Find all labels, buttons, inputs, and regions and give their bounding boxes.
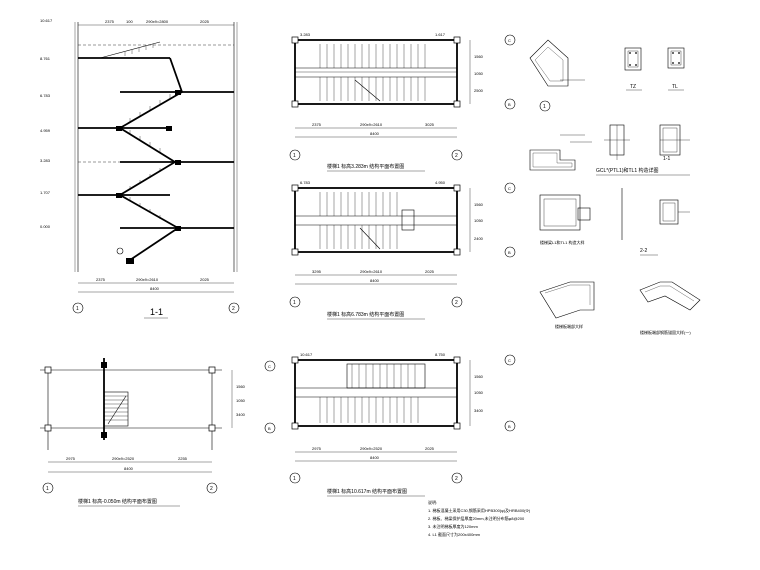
- notes-heading: 说明:: [428, 499, 437, 505]
- stair-detail-b-caption: 楼梯板端部钢筋锚固大样(一): [640, 329, 691, 335]
- dim-bottom-3: 2025: [200, 277, 210, 282]
- axis-2: 2: [455, 476, 458, 482]
- dim-bottom-2: 290x9=2520: [112, 456, 135, 461]
- dim-top-2: 100: [126, 19, 133, 24]
- axis-c: C: [508, 38, 511, 43]
- axis-c: C: [508, 358, 511, 363]
- dim-total: 8400: [124, 466, 134, 471]
- dim-right-3: 3400: [236, 412, 246, 417]
- axis-2: 2: [455, 153, 458, 159]
- dim-right-1: 1560: [236, 384, 246, 389]
- dim-top-3: 290x9=2800: [146, 19, 169, 24]
- dim-bottom-3: 2255: [178, 456, 188, 461]
- note-item: 3. 未注明梯板厚度为120mm: [428, 523, 478, 529]
- detail-1-label: 1: [543, 104, 546, 110]
- axis-b: B: [508, 250, 511, 255]
- dim-right-2: 1050: [474, 390, 484, 395]
- gcl-title: GCL*(PTL1)和TL1 构造详图: [596, 167, 659, 174]
- axis-1: 1: [46, 486, 49, 492]
- dim-bottom-3: 3025: [425, 122, 435, 127]
- dim-bottom-1: 2975: [312, 446, 322, 451]
- dim-right-2: 1050: [474, 71, 484, 76]
- level-left: 10.617: [300, 352, 313, 357]
- level-label: 4.959: [40, 128, 51, 133]
- axis-1: 1: [293, 476, 296, 482]
- dim-bottom-1: 2375: [312, 122, 322, 127]
- axis-2: 2: [210, 486, 213, 492]
- axis-b: B: [268, 426, 271, 431]
- axis-1: 1: [293, 300, 296, 306]
- axis-b: B: [508, 424, 511, 429]
- axis-c: C: [268, 364, 271, 369]
- dim-bottom-1: 2975: [66, 456, 76, 461]
- section-1-1-label: 1-1: [663, 156, 670, 162]
- dim-bottom-1: 3295: [312, 269, 322, 274]
- plan-title: 楼梯1 标高10.617m 结构平面布置图: [327, 488, 407, 495]
- level-label: 3.283: [40, 158, 51, 163]
- axis-1: 1: [76, 306, 79, 312]
- dim-bottom-3: 2025: [425, 269, 435, 274]
- dim-right-3: 2500: [474, 88, 484, 93]
- level-label: 1.707: [40, 190, 51, 195]
- section-2-2-label: 2-2: [640, 248, 647, 254]
- plan-6783: 6.783 4.950 1560 1050 2400 C B 3295 290x…: [289, 180, 516, 320]
- dim-right-1: 1560: [474, 54, 484, 59]
- dim-right-1: 1560: [474, 202, 484, 207]
- dim-bottom-3: 2025: [425, 446, 435, 451]
- level-left: 3.283: [300, 32, 311, 37]
- level-left: 6.783: [300, 180, 311, 185]
- axis-1: 1: [293, 153, 296, 159]
- dim-bottom-2: 290x9=2610: [136, 277, 159, 282]
- level-right: 4.950: [435, 180, 446, 185]
- axis-b: B: [508, 102, 511, 107]
- dim-right-3: 3400: [474, 408, 484, 413]
- note-item: 2. 梯板、梯梁保护层厚度20mm,未注明分布筋φ8@200: [428, 515, 525, 521]
- plan-title: 楼梯1 标高3.283m 结构平面布置图: [327, 163, 404, 170]
- dim-right-2: 1050: [236, 398, 246, 403]
- dim-bottom-2: 290x9=2520: [360, 446, 383, 451]
- plan-title: 楼梯1 标高-0.050m 结构平面布置图: [78, 498, 157, 505]
- dim-total: 8400: [370, 278, 380, 283]
- dim-top-1: 2375: [105, 19, 115, 24]
- plan-10617: 10.617 8.750 1560 1050 3400 C B 2975 290…: [289, 352, 516, 497]
- plan-neg: 1560 1050 3400 C B 2975 290x9=2520 2255 …: [40, 358, 276, 507]
- plan-3283: 3.283 1.617 1560 1050 2500 C B 2375 290x…: [289, 32, 516, 172]
- axis-2: 2: [232, 306, 235, 312]
- level-right: 8.750: [435, 352, 446, 357]
- dim-right-1: 1560: [474, 374, 484, 379]
- note-item: 1. 梯板混凝土采用C30,钢筋采用HPB300(φ)及HRB400(Φ): [428, 507, 531, 513]
- dim-bottom-1: 2375: [96, 277, 106, 282]
- tz-label: TZ: [630, 84, 636, 90]
- plan-title: 楼梯1 标高6.783m 结构平面布置图: [327, 311, 404, 318]
- level-label: 6.783: [40, 93, 51, 98]
- stair-detail-a-caption: 楼梯板端部大样: [555, 323, 583, 329]
- details: 1 TZ TL GCL*(PTL1)和TL1 构造详图 1-1: [529, 39, 701, 335]
- dim-total: 8400: [370, 455, 380, 460]
- dim-bottom-2: 290x9=2610: [360, 269, 383, 274]
- dim-total: 8400: [150, 286, 160, 291]
- box-caption: 楼梯梁L1和TL1 构造大样: [540, 239, 584, 245]
- axis-c: C: [508, 186, 511, 191]
- section-title: 1-1: [150, 307, 163, 317]
- level-label: 0.000: [40, 224, 51, 229]
- dim-top-4: 2025: [200, 19, 210, 24]
- dim-bottom-2: 290x9=2610: [360, 122, 383, 127]
- dim-right-3: 2400: [474, 236, 484, 241]
- note-item: 4. L1 截面尺寸为200x400mm: [428, 531, 481, 537]
- dim-right-2: 1050: [474, 218, 484, 223]
- axis-2: 2: [455, 300, 458, 306]
- notes: 说明: 1. 梯板混凝土采用C30,钢筋采用HPB300(φ)及HRB400(Φ…: [428, 499, 531, 537]
- tl-label: TL: [672, 84, 678, 90]
- level-right: 1.617: [435, 32, 446, 37]
- dim-total: 8400: [370, 131, 380, 136]
- section-1-1: 2375 100 290x9=2800 2025 10.617 8.761 6.…: [40, 18, 240, 319]
- level-label: 10.617: [40, 18, 53, 23]
- level-label: 8.761: [40, 56, 51, 61]
